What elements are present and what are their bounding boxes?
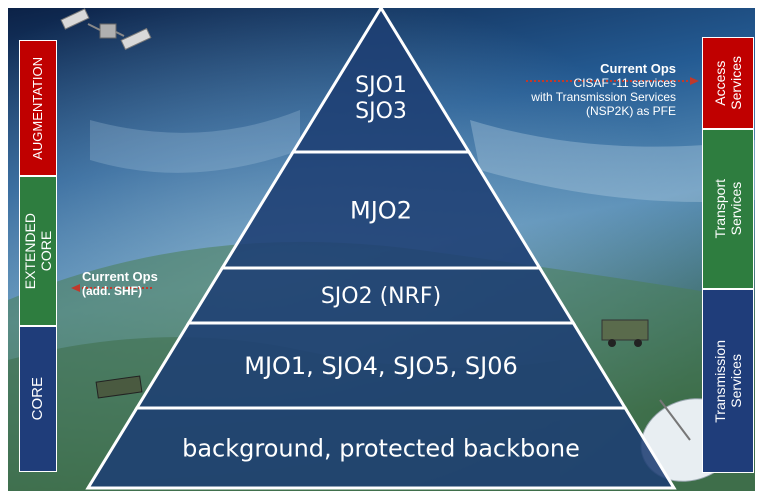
pyramid-level-5-label: background, protected backbone [182, 434, 580, 462]
vehicle-icon [95, 375, 143, 399]
left-annotation: Current Ops (add. SHF) [82, 269, 158, 299]
right-annotation-line1: CISAF -11 services [573, 76, 676, 90]
left-annotation-line1: (add. SHF) [82, 284, 142, 298]
augmentation-box: AUGMENTATION [19, 40, 57, 176]
pyramid-level-1-label-2: SJO3 [355, 99, 407, 124]
satellite-icon [60, 8, 152, 51]
truck-icon [601, 319, 649, 347]
right-arrowhead [690, 77, 699, 85]
pyramid-level-2-label: MJO2 [350, 196, 412, 224]
right-annotation: Current Ops CISAF -11 services with Tran… [531, 61, 676, 119]
pyramid-level-5 [85, 406, 677, 490]
cloud-band [470, 120, 755, 202]
pyramid-level-3-label: SJO2 (NRF) [321, 284, 441, 309]
pyramid-level-1-label-1: SJO1 [355, 73, 407, 98]
pyramid-level-4-label: MJO1, SJO4, SJO5, SJ06 [244, 352, 518, 380]
left-annotation-title: Current Ops [82, 269, 158, 284]
core-box: CORE [19, 326, 57, 472]
right-annotation-title: Current Ops [600, 61, 676, 76]
right-annotation-line3: (NSP2K) as PFE [585, 104, 676, 118]
right-annotation-line2: with Transmission Services [531, 90, 676, 104]
left-arrowhead [71, 284, 80, 292]
cloud-band-left [90, 110, 300, 173]
